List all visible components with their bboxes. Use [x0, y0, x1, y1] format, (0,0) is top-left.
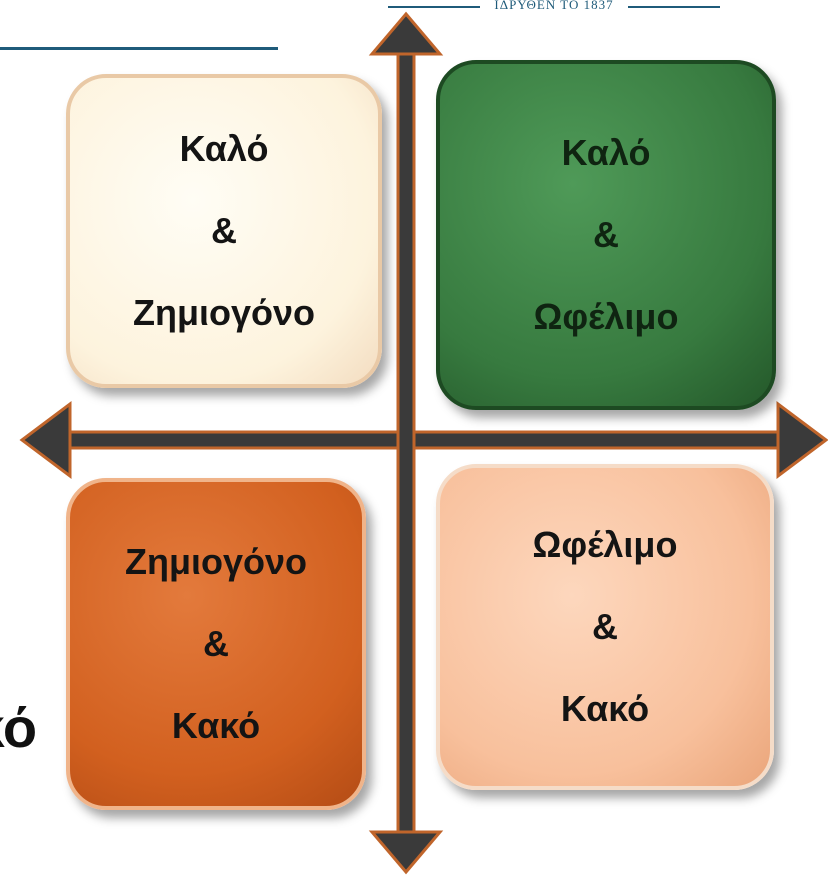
right-arrowhead — [776, 401, 828, 479]
quadrant-label-line3: Κακό — [560, 688, 650, 729]
quadrant-bottom-right: Ωφέλιμο & Κακό — [436, 464, 774, 790]
quadrant-bottom-left: Ζημιογόνο & Κακό — [66, 478, 366, 810]
left-arrowhead — [19, 401, 72, 479]
vertical-axis — [368, 11, 444, 875]
quadrant-label-line3: Κακό — [171, 705, 261, 746]
partial-background-text: ικό — [0, 700, 38, 756]
header-rule — [0, 47, 278, 50]
quadrant-top-right: Καλό & Ωφέλιμο — [436, 60, 776, 410]
quadrant-label-line3: Ζημιογόνο — [132, 292, 316, 333]
quadrant-label-line1: Ωφέλιμο — [532, 524, 678, 565]
quadrant-label-ampersand: & — [592, 606, 618, 647]
quadrant-label-line1: Ζημιογόνο — [124, 541, 308, 582]
quadrant-label-ampersand: & — [593, 214, 619, 255]
logo-text: ΙΔΡΥΘΕΝ ΤΟ 1837 — [494, 0, 614, 12]
quadrant-label-line1: Καλό — [179, 128, 269, 169]
down-arrowhead — [368, 830, 444, 875]
up-arrowhead — [368, 11, 444, 56]
quadrant-top-left: Καλό & Ζημιογόνο — [66, 74, 382, 388]
logo-rule-right — [628, 6, 720, 8]
logo-rule-left — [388, 6, 480, 8]
quadrant-label-line3: Ωφέλιμο — [533, 296, 679, 337]
quadrant-label-ampersand: & — [211, 210, 237, 251]
logo-banner: ΙΔΡΥΘΕΝ ΤΟ 1837 — [388, 0, 720, 14]
quadrant-label-line1: Καλό — [561, 132, 651, 173]
quadrant-label-ampersand: & — [203, 623, 229, 664]
